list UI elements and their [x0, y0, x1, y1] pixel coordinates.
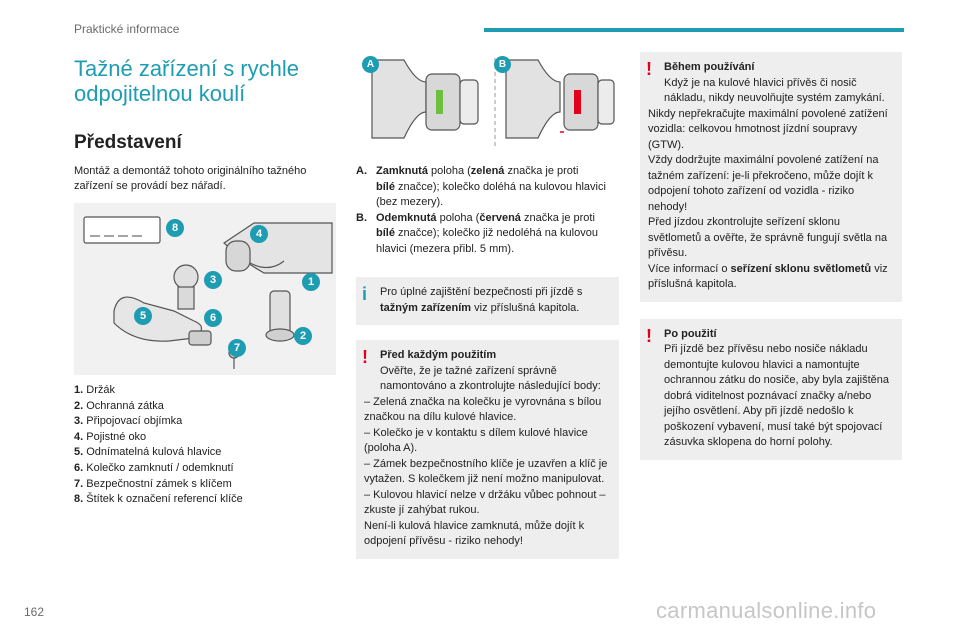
callout-6: 6	[204, 309, 222, 327]
badge-b: B	[494, 56, 511, 73]
legend-item: 5. Odnímatelná kulová hlavice	[74, 446, 222, 459]
left-column: Tažné zařízení s rychle odpojitelnou kou…	[74, 56, 336, 508]
warning-box-during-use: ! Během používání Když je na kulové hlav…	[640, 52, 902, 302]
callout-8: 8	[166, 219, 184, 237]
warning-icon: !	[362, 347, 368, 367]
callout-1: 1	[302, 273, 320, 291]
callout-7: 7	[228, 339, 246, 357]
section-header: Praktické informace	[74, 22, 180, 36]
warning-icon: !	[646, 325, 652, 346]
callout-5: 5	[134, 307, 152, 325]
towbar-parts-drawing	[83, 216, 333, 369]
legend-item: 8. Štítek k označení referencí klíče	[74, 493, 243, 506]
page-number: 162	[24, 605, 45, 619]
parts-legend: 1. Držák 2. Ochranná zátka 3. Připojovac…	[74, 383, 336, 508]
middle-column: A B A. Zamknutá poloha (zelená značka je…	[356, 52, 619, 559]
legend-item: 2. Ochranná zátka	[74, 399, 164, 412]
callout-2: 2	[294, 327, 312, 345]
intro-text: Montáž a demontáž tohoto originálního ta…	[74, 165, 307, 192]
warning-box-before-use: ! Před každým použitím Ověřte, že je taž…	[356, 340, 619, 559]
info-box: i Pro úplné zajištění bezpečnosti při jí…	[356, 277, 619, 325]
right-column: ! Během používání Když je na kulové hlav…	[640, 52, 902, 460]
legend-item: 4. Pojistné oko	[74, 430, 147, 443]
legend-item: 7. Bezpečnostní zámek s klíčem	[74, 477, 232, 490]
legend-item: 6. Kolečko zamknutí / odemknutí	[74, 461, 234, 474]
callout-4: 4	[250, 225, 268, 243]
position-a: A. Zamknutá poloha (zelená značka je pro…	[356, 165, 606, 208]
callout-3: 3	[204, 271, 222, 289]
towbar-parts-illustration: 8 4 3 1 5 6 7 2	[74, 203, 336, 375]
warning-box-after-use: ! Po použití Při jízdě bez přívěsu nebo …	[640, 318, 902, 460]
legend-item: 1. Držák	[74, 384, 115, 396]
position-b: B. Odemknutá poloha (červená značka je p…	[356, 211, 598, 255]
watermark: carmanualsonline.info	[656, 598, 877, 623]
legend-item: 3. Připojovací objímka	[74, 415, 183, 428]
position-list: A. Zamknutá poloha (zelená značka je pro…	[356, 164, 619, 257]
header-accent-bar	[484, 28, 904, 32]
warning-title: Před každým použitím	[380, 349, 497, 361]
page-title: Tažné zařízení s rychle odpojitelnou kou…	[74, 56, 299, 106]
lock-position-illustration: A B	[356, 52, 619, 150]
badge-a: A	[362, 56, 379, 73]
lock-position-drawing	[371, 58, 615, 146]
warning-icon: !	[646, 59, 652, 79]
section-subtitle: Představení	[74, 132, 182, 153]
info-icon: i	[362, 284, 368, 304]
